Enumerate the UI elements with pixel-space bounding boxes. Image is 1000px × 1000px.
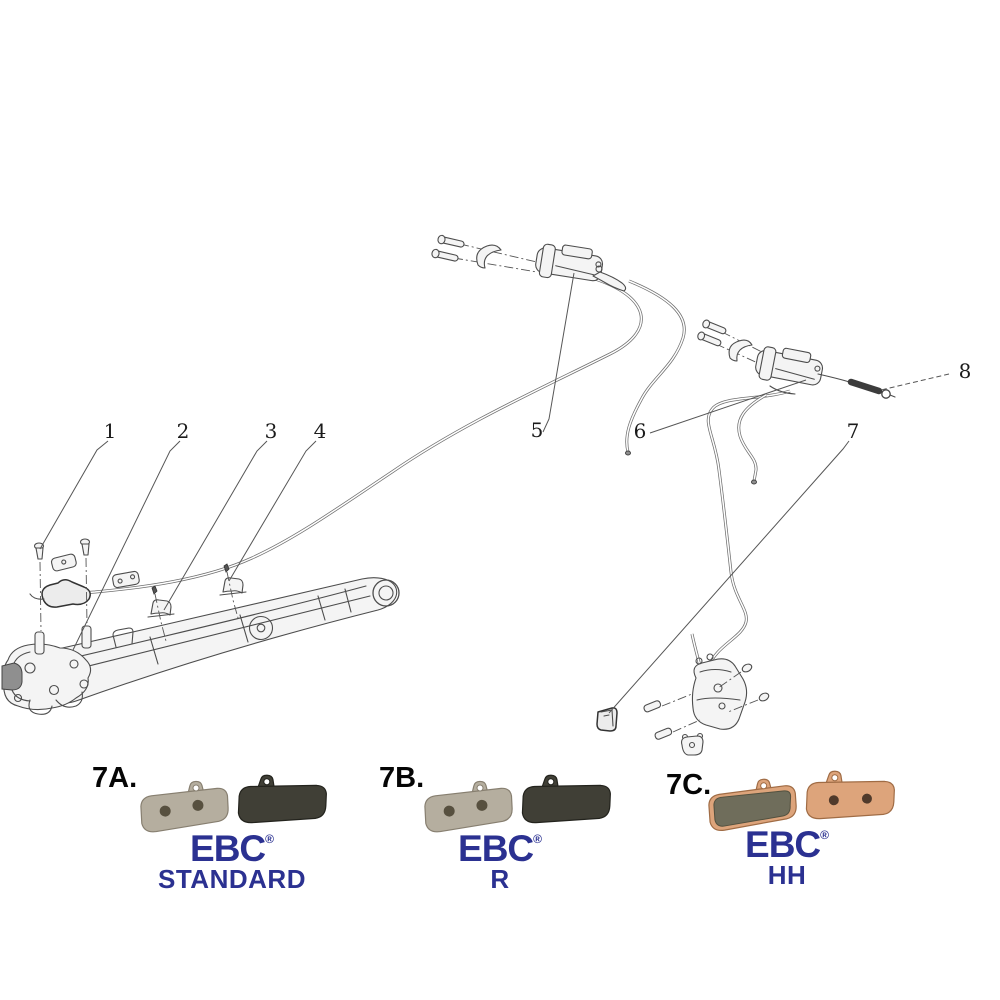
brake-pad-friction-7a [237, 774, 327, 824]
registered-mark: ® [820, 828, 829, 842]
brake-pads-image-7b [424, 774, 611, 833]
ebc-logo-7a: EBC® [190, 828, 274, 869]
brake-pad-copper-backing-7c [805, 770, 895, 820]
front-brake-lever [431, 234, 627, 292]
callout-2: 2 [176, 419, 190, 443]
product-7c: 7C. EBC® HH [662, 758, 912, 903]
hose-guide-plate-a [50, 553, 77, 572]
front-brake-hose [50, 276, 686, 598]
callout-leaders [39, 272, 950, 714]
product-7b: 7B. EBC® R [375, 762, 625, 907]
rear-brake-hose [690, 389, 792, 672]
callout-4: 4 [313, 419, 327, 443]
grade-label-7c: HH [767, 860, 807, 890]
spare-brake-pad [681, 732, 704, 756]
callout-5: 5 [530, 418, 544, 442]
rear-brake-lever [697, 319, 896, 399]
callout-6: 6 [633, 419, 647, 443]
brake-pad-backing-7a [140, 780, 229, 833]
callout-7: 7 [846, 419, 860, 443]
product-7c-label: 7C. [666, 769, 712, 801]
callout-8: 8 [958, 359, 972, 383]
left-dropout [1, 579, 92, 715]
chainstay [48, 577, 400, 704]
product-7a-label: 7A. [92, 762, 138, 794]
hose-block [596, 707, 618, 732]
brake-pads-image-7a [140, 774, 327, 833]
brake-pad-friction-7b [521, 774, 611, 824]
ebc-logo-7b: EBC® [458, 828, 542, 869]
callout-3: 3 [264, 419, 278, 443]
grade-label-7b: R [490, 864, 510, 894]
mount-screw-2 [79, 538, 91, 626]
registered-mark: ® [533, 832, 542, 846]
brake-pads-image-7c [708, 770, 895, 831]
callout-1: 1 [103, 419, 117, 443]
brake-pad-backing-7b [424, 780, 513, 833]
hose-clamp-3 [147, 585, 175, 642]
grade-label-7a: STANDARD [158, 864, 306, 894]
ebc-logo-7c: EBC® [745, 824, 829, 865]
product-7a: 7A. EBC® STANDARD [92, 762, 342, 907]
rear-caliper [596, 653, 770, 756]
registered-mark: ® [265, 832, 274, 846]
hose-clamp-4 [219, 563, 247, 619]
parts-diagram-svg [1, 234, 950, 756]
mount-screw-1 [33, 542, 45, 632]
hose-guide-plate-b [112, 570, 140, 589]
brake-pad-sintered-face-7c [708, 778, 797, 831]
product-7b-label: 7B. [379, 762, 425, 794]
